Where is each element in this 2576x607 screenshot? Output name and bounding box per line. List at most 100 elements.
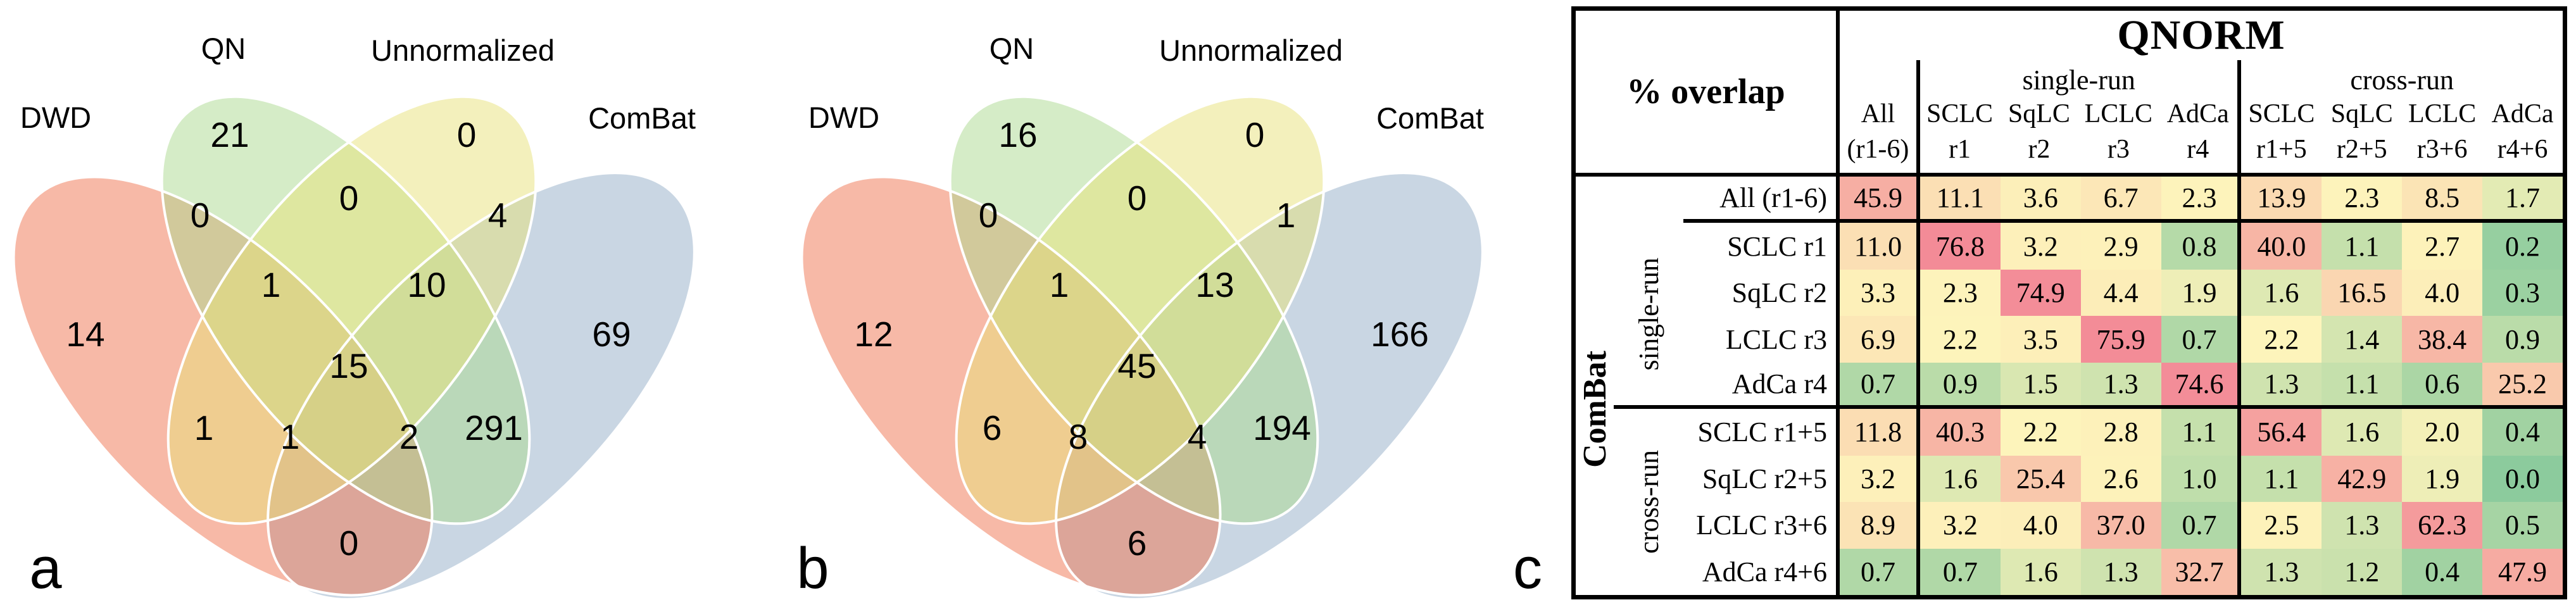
panel-letter-b: b (796, 536, 829, 601)
combat-rotated-label: ComBat (1576, 350, 1613, 468)
heat-cell: 16.5 (2322, 269, 2403, 316)
heat-cell: 25.2 (2482, 362, 2563, 410)
heat-cell: 32.7 (2161, 548, 2242, 595)
heat-cell: 1.6 (2322, 409, 2403, 456)
heat-cell: 2.9 (2080, 223, 2161, 270)
heat-cell: 2.2 (1919, 316, 2001, 363)
column-name: SqLC (2007, 99, 2070, 128)
column-run: r4 (2187, 135, 2209, 165)
cross-run-row-group: cross-run (1614, 409, 1683, 595)
column-name: AdCa (2491, 99, 2554, 128)
count-dwd-qn-combat: 2 (399, 417, 419, 456)
heat-cell: 3.6 (2000, 177, 2081, 223)
heat-cell: 11.0 (1840, 223, 1920, 270)
heat-cell: 6.7 (2080, 177, 2161, 223)
heat-cell: 0.9 (1919, 362, 2001, 410)
count-all-four: 15 (329, 346, 368, 385)
heat-cell: 11.1 (1919, 177, 2001, 223)
count-qn-unnormalized: 0 (339, 178, 359, 218)
set-label-unnormalized: Unnormalized (1159, 34, 1343, 67)
all-column-name: All (1861, 99, 1895, 128)
count-qn-combat: 194 (1253, 408, 1311, 447)
heat-cell: 2.3 (2161, 177, 2242, 223)
heat-cell: 40.3 (1919, 409, 2001, 456)
heat-cell: 3.5 (2000, 316, 2081, 363)
heat-cell: 2.3 (1919, 269, 2001, 316)
heat-cell: 1.1 (2241, 455, 2322, 503)
heat-cell: 1.0 (2161, 455, 2242, 503)
heat-cell: 1.3 (2241, 548, 2322, 595)
set-label-qn: QN (990, 32, 1034, 65)
count-dwd-qn: 0 (191, 196, 210, 235)
all-column-run: (r1-6) (1847, 135, 1909, 165)
heat-cell: 1.1 (2322, 223, 2403, 270)
heat-cell: 1.1 (2161, 409, 2242, 456)
single-run-group-header: single-run (2022, 64, 2135, 96)
heat-cell: 0.2 (2482, 223, 2563, 270)
count-dwd-qn-combat: 4 (1188, 417, 1207, 456)
heat-cell: 1.6 (2000, 548, 2081, 595)
heat-cell: 74.6 (2161, 362, 2242, 410)
dwd-ellipse-outline (800, 175, 1222, 597)
venn-diagram-a: DWD QN Unnormalized ComBat 21 0 0 0 4 14… (12, 32, 696, 601)
heat-cell: 2.7 (2402, 223, 2483, 270)
heat-cell: 1.9 (2161, 269, 2242, 316)
heat-cell: 3.2 (1840, 455, 1920, 503)
count-dwd-combat: 0 (339, 523, 359, 563)
row-label: All (r1-6) (1683, 177, 1840, 223)
row-label: LCLC r3 (1683, 316, 1840, 363)
heat-cell: 38.4 (2402, 316, 2483, 363)
qn-ellipse-outline (948, 95, 1319, 525)
column-header-adca-r4: AdCa r4 (2158, 96, 2237, 173)
cross-run-rotated-label: cross-run (1633, 450, 1664, 554)
heat-cell: 0.5 (2482, 502, 2563, 549)
heat-cell: 0.4 (2402, 548, 2483, 595)
heat-cell: 2.2 (2000, 409, 2081, 456)
heat-cell: 1.5 (2000, 362, 2081, 410)
heat-cell: 2.0 (2402, 409, 2483, 456)
set-label-combat: ComBat (1376, 101, 1484, 135)
set-label-dwd: DWD (20, 101, 91, 134)
heat-cell: 0.7 (1840, 548, 1920, 595)
column-header-sclc-r1-5: SCLC r1+5 (2241, 96, 2322, 173)
venn-a-ellipse-outlines (12, 95, 696, 601)
venn-a-set-labels: DWD QN Unnormalized ComBat (20, 32, 696, 135)
heat-cell: 47.9 (2482, 548, 2563, 595)
combat-row-axis-label: ComBat (1576, 223, 1614, 595)
heat-cell: 0.0 (2482, 455, 2563, 503)
heat-cell: 0.6 (2402, 362, 2483, 410)
panel-letter-c: c (1513, 536, 1542, 601)
heat-cell: 3.2 (2000, 223, 2081, 270)
heat-cell: 62.3 (2402, 502, 2483, 549)
heat-cell: 1.9 (2402, 455, 2483, 503)
column-name: LCLC (2084, 99, 2152, 128)
row-label: SqLC r2 (1683, 269, 1840, 316)
overlap-heatmap-table: % overlap QNORM All (r1-6) single-run SC… (1571, 6, 2567, 599)
heat-cell: 8.9 (1840, 502, 1920, 549)
column-run: r1 (1949, 135, 1971, 165)
heat-cell: 0.3 (2482, 269, 2563, 316)
column-run: r1+5 (2256, 135, 2307, 165)
heat-cell: 56.4 (2241, 409, 2322, 456)
unnormalized-ellipse (956, 96, 1324, 524)
count-qn-only: 16 (998, 115, 1037, 154)
venn-a-region-counts: 21 0 0 0 4 14 1 10 69 15 1 291 1 2 0 (66, 115, 631, 563)
heat-cell: 2.5 (2241, 502, 2322, 549)
unnormalized-ellipse-outline (955, 95, 1326, 525)
count-combat-only: 166 (1371, 315, 1429, 354)
column-name: SCLC (2248, 99, 2315, 128)
count-dwd-qn: 0 (979, 196, 998, 235)
count-combat-only: 69 (592, 315, 631, 354)
heat-cell: 0.8 (2161, 223, 2242, 270)
column-name: AdCa (2166, 99, 2229, 128)
panel-letter-a: a (29, 536, 62, 601)
venn-b-ellipse-outlines (800, 95, 1484, 601)
row-label: LCLC r3+6 (1683, 502, 1840, 549)
heat-cell: 40.0 (2241, 223, 2322, 270)
venn-diagram-b: DWD QN Unnormalized ComBat 16 0 0 0 1 12… (800, 32, 1484, 601)
count-qn-unnormalized: 0 (1128, 178, 1147, 218)
